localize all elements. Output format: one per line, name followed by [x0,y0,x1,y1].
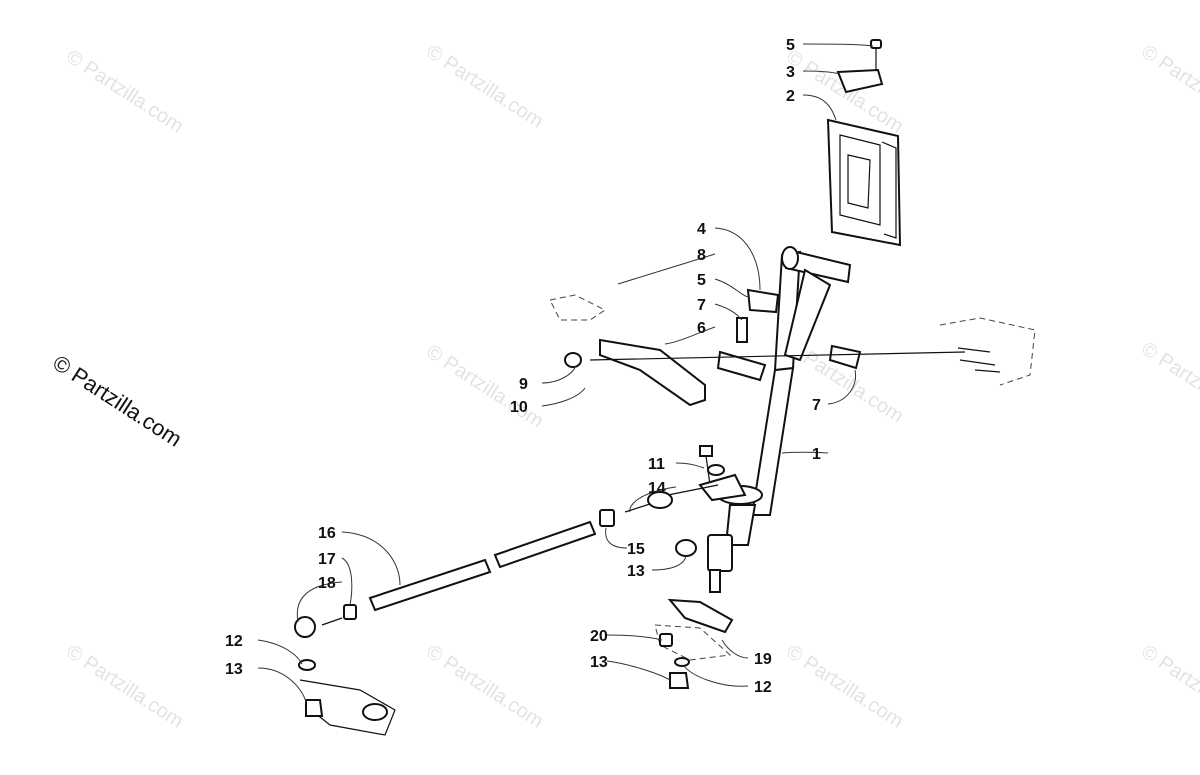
callout-label: 12 [754,679,772,696]
callout-label: 4 [697,221,706,238]
callout-label: 11 [648,456,665,473]
callout-label: 13 [225,661,243,678]
callout-label: 13 [627,563,645,580]
watermark: © Partzilla.com [1137,338,1200,430]
callout-label: 17 [318,551,336,568]
callout-label: 6 [697,320,706,337]
watermark: © Partzilla.com [1137,641,1200,733]
callout-label: 15 [627,541,645,558]
steering-assembly-drawing [294,39,1036,736]
callout-label: 13 [590,654,608,671]
callout-label: 2 [786,88,795,105]
callout-label: 10 [510,399,528,416]
watermark: © Partzilla.com [422,41,547,133]
callout-label: 1 [812,446,821,463]
watermark: © Partzilla.com [782,641,907,733]
watermark: © Partzilla.com [62,46,187,138]
callout-label: 5 [697,272,706,289]
callout-label: 12 [225,633,243,650]
callout-label: 16 [318,525,336,542]
callout-label: 3 [786,64,795,81]
watermark: © Partzilla.com [62,641,187,733]
callout-label: 14 [648,480,666,497]
watermark: © Partzilla.com [422,641,547,733]
callout-label: 8 [697,247,706,264]
callout-label: 7 [697,297,706,314]
callout-label: 20 [590,628,608,645]
callout-labels: 5 3 2 4 8 5 7 6 9 10 7 1 11 14 16 17 18 … [225,37,821,696]
leader-lines [257,43,874,703]
callout-label: 7 [812,397,821,414]
callout-label: 5 [786,37,795,54]
callout-label: 19 [754,651,772,668]
callout-label: 9 [519,376,528,393]
callout-label: 18 [318,575,336,592]
watermark: © Partzilla.com [1137,41,1200,133]
watermarks: © Partzilla.com © Partzilla.com © Partzi… [62,41,1200,733]
watermark: © Partzilla.com [422,341,547,433]
